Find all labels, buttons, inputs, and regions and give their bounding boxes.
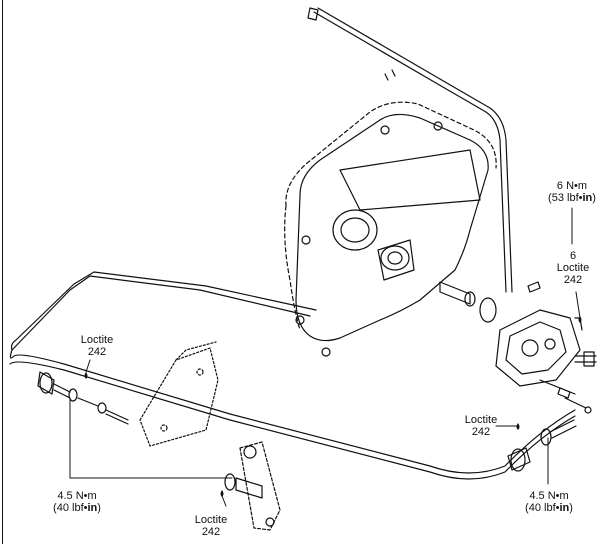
- torque-top-imperial-suffix: ): [592, 192, 596, 204]
- pump-assembly: [495, 309, 597, 414]
- plug-and-oring: [439, 281, 541, 323]
- left-cable-fitting: [37, 371, 129, 425]
- loctite-right-brand: Loctite: [464, 414, 498, 426]
- torque-right-imperial: (40 lbf•in): [514, 502, 584, 514]
- loctite-callout-bottom: Loctite 242: [186, 514, 236, 538]
- torque-callout-right: 4.5 N•m (40 lbf•in): [514, 490, 584, 514]
- leader-left-torque-bracket: [69, 397, 233, 479]
- page-border-left: [2, 0, 3, 544]
- throttle-lever-arm: [224, 441, 281, 531]
- torque-right-metric: 4.5 N•m: [529, 490, 569, 502]
- upper-cable-rod: [307, 7, 513, 293]
- loctite-drop-icon-top: [578, 316, 582, 323]
- torque-left-imperial-prefix: (40 lbf•: [53, 502, 88, 514]
- torque-top-imperial-unit: in: [582, 192, 593, 204]
- loctite-left-brand: Loctite: [80, 334, 114, 346]
- torque-top-metric: 6 N•m: [556, 180, 588, 192]
- lower-cable-loop: [9, 271, 576, 480]
- torque-right-imperial-suffix: ): [569, 502, 573, 514]
- loctite-callout-top: 6 Loctite 242: [548, 250, 598, 286]
- loctite-left-code: 242: [87, 346, 107, 358]
- torque-top-imperial-prefix: (53 lbf•: [548, 192, 583, 204]
- loctite-bottom-code: 242: [201, 526, 221, 538]
- torque-left-metric: 4.5 N•m: [57, 490, 97, 502]
- torque-top-imperial: (53 lbf•in): [541, 192, 603, 204]
- loctite-right-code: 242: [471, 426, 491, 438]
- loctite-callout-right: Loctite 242: [456, 414, 506, 438]
- leader-top-loctite-to-bolt: [575, 291, 581, 319]
- torque-right-imperial-prefix: (40 lbf•: [525, 502, 560, 514]
- loctite-drop-icon-right: [516, 423, 520, 430]
- torque-left-imperial-unit: in: [87, 502, 98, 514]
- loctite-callout-left: Loctite 242: [72, 334, 122, 358]
- loctite-top-tag: 6: [569, 250, 577, 262]
- leader-left-loctite: [85, 359, 91, 373]
- torque-callout-left: 4.5 N•m (40 lbf•in): [42, 490, 112, 514]
- loctite-drop-icons: [84, 316, 582, 497]
- loctite-drop-icon-bottom: [220, 490, 224, 497]
- main-housing: [284, 101, 497, 357]
- loctite-top-code: 242: [563, 274, 583, 286]
- torque-right-imperial-unit: in: [559, 502, 570, 514]
- callout-leader-lines: [69, 207, 581, 507]
- loctite-top-brand: Loctite: [556, 262, 590, 274]
- leader-bottom-loctite: [221, 495, 227, 507]
- mounting-bracket-plate: [139, 341, 219, 447]
- loctite-drop-icon-left: [84, 372, 88, 379]
- torque-left-imperial: (40 lbf•in): [42, 502, 112, 514]
- loctite-bottom-brand: Loctite: [194, 514, 228, 526]
- torque-left-imperial-suffix: ): [97, 502, 101, 514]
- right-cable-fitting: [507, 419, 577, 472]
- torque-callout-top: 6 N•m (53 lbf•in): [541, 180, 603, 204]
